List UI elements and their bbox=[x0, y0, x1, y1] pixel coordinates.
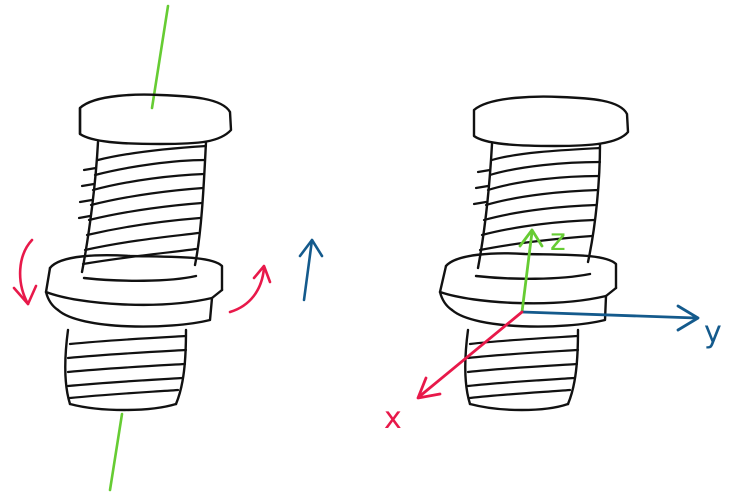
z-axis-arrow bbox=[518, 228, 544, 314]
left-screw-figure bbox=[12, 4, 324, 492]
rotation-arrow-right-icon bbox=[228, 264, 272, 314]
right-screw-figure: z y x bbox=[384, 95, 722, 436]
nut bbox=[44, 254, 224, 328]
y-axis-label: y bbox=[704, 315, 722, 350]
threaded-shank bbox=[77, 140, 208, 274]
rotation-arrow-left-icon bbox=[12, 238, 38, 306]
up-arrow-icon bbox=[298, 238, 324, 302]
rotation-axis-bottom bbox=[108, 412, 124, 492]
x-axis-arrow bbox=[416, 310, 524, 400]
screw-head-right bbox=[472, 95, 630, 148]
rotation-axis-top bbox=[150, 4, 170, 110]
z-axis-label: z bbox=[550, 223, 566, 258]
x-axis-label: x bbox=[384, 401, 402, 436]
lower-thread-right bbox=[464, 328, 580, 412]
threaded-shank-right bbox=[472, 142, 602, 270]
nut-right bbox=[438, 252, 618, 328]
screw-head bbox=[78, 93, 233, 146]
y-axis-arrow bbox=[520, 304, 700, 332]
lower-thread bbox=[64, 328, 188, 412]
